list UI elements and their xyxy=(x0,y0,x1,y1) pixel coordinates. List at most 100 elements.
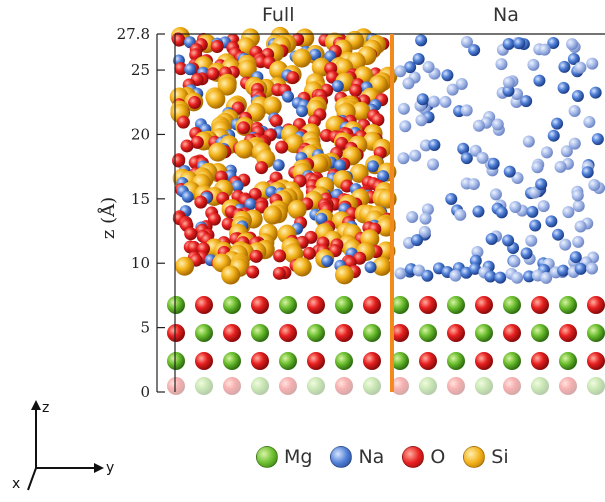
mg-atom xyxy=(531,377,549,395)
si-atom xyxy=(287,199,307,219)
na-atom xyxy=(449,269,462,282)
o-atom xyxy=(275,140,289,154)
na-atom xyxy=(181,190,194,203)
na-atom xyxy=(502,38,515,51)
o-atom xyxy=(187,240,201,254)
na-atom xyxy=(485,232,498,245)
o-atom xyxy=(194,195,208,209)
na-atom xyxy=(460,104,473,117)
na-atom xyxy=(572,199,585,212)
si-atom xyxy=(309,154,329,174)
na-atom xyxy=(574,262,587,275)
o-atom xyxy=(349,83,363,97)
na-atom xyxy=(540,146,553,159)
na-atom xyxy=(489,188,502,201)
na-atom xyxy=(419,139,432,152)
o-atom xyxy=(272,266,286,280)
o-atom xyxy=(335,377,353,395)
na-atom xyxy=(184,63,197,76)
na-atom xyxy=(472,205,485,218)
na-atom xyxy=(567,53,580,66)
na-atom xyxy=(428,138,441,151)
o-atom xyxy=(286,71,300,85)
o-atom xyxy=(531,296,549,314)
legend-item-na: Na xyxy=(330,446,384,468)
na-atom xyxy=(397,102,410,115)
o-atom xyxy=(246,265,260,279)
legend-label-si: Si xyxy=(491,446,509,468)
na-atom xyxy=(412,53,425,66)
element-legend: Mg Na O Si xyxy=(256,446,527,468)
na-atom xyxy=(455,77,468,90)
o-atom xyxy=(503,377,521,395)
na-atom xyxy=(591,133,604,146)
na-atom xyxy=(520,247,533,260)
na-atom xyxy=(377,170,390,183)
z-axis-title: z (Å) xyxy=(97,197,119,239)
na-swatch-icon xyxy=(330,446,353,468)
na-atom xyxy=(272,159,285,172)
o-atom xyxy=(190,135,204,149)
na-atom xyxy=(588,178,601,191)
o-atom xyxy=(559,377,577,395)
mg-atom xyxy=(167,352,185,370)
na-atom xyxy=(484,270,497,283)
na-atom xyxy=(574,61,587,74)
legend-item-mg: Mg xyxy=(256,446,312,468)
na-atom xyxy=(509,200,522,213)
na-atom xyxy=(538,43,551,56)
o-atom xyxy=(167,377,185,395)
na-atom xyxy=(559,238,572,251)
mg-atom xyxy=(419,377,437,395)
mg-atom xyxy=(391,296,409,314)
na-atom xyxy=(445,193,458,206)
na-atom xyxy=(427,95,440,108)
o-atom xyxy=(419,352,437,370)
na-atom xyxy=(520,95,533,108)
o-atom xyxy=(172,33,186,47)
mg-atom xyxy=(279,296,297,314)
o-atom xyxy=(184,227,198,241)
o-atom xyxy=(167,324,185,342)
na-atom xyxy=(529,219,542,232)
mg-atom xyxy=(335,296,353,314)
si-atom xyxy=(175,256,195,276)
na-atom xyxy=(244,198,257,211)
na-atom xyxy=(315,212,328,225)
na-atom xyxy=(568,137,581,150)
na-atom xyxy=(394,267,407,280)
na-atom xyxy=(487,157,500,170)
na-atom xyxy=(502,76,515,89)
na-atom xyxy=(454,208,467,221)
o-atom xyxy=(195,296,213,314)
na-atom xyxy=(321,255,334,268)
o-atom xyxy=(307,296,325,314)
na-atom xyxy=(399,120,412,133)
o-atom xyxy=(363,352,381,370)
na-atom xyxy=(334,159,347,172)
o-atom xyxy=(503,324,521,342)
o-atom xyxy=(223,324,241,342)
na-atom xyxy=(586,57,599,70)
na-atom xyxy=(495,58,508,71)
triad-z-label: z xyxy=(42,400,49,416)
mg-atom xyxy=(503,352,521,370)
si-atom xyxy=(262,96,282,116)
si-atom xyxy=(208,142,228,162)
triad-x-label: x xyxy=(12,476,20,492)
o-atom xyxy=(269,114,283,128)
na-atom xyxy=(547,36,560,49)
o-atom xyxy=(206,67,220,81)
na-atom xyxy=(404,61,417,74)
na-atom xyxy=(421,269,434,282)
si-atom xyxy=(292,257,312,277)
legend-item-o: O xyxy=(402,446,445,468)
mg-atom xyxy=(195,324,213,342)
o-atom xyxy=(475,296,493,314)
panel-title-na: Na xyxy=(493,4,519,26)
na-atom xyxy=(557,81,570,94)
mg-atom xyxy=(475,324,493,342)
na-atom xyxy=(581,166,594,179)
o-atom xyxy=(223,377,241,395)
